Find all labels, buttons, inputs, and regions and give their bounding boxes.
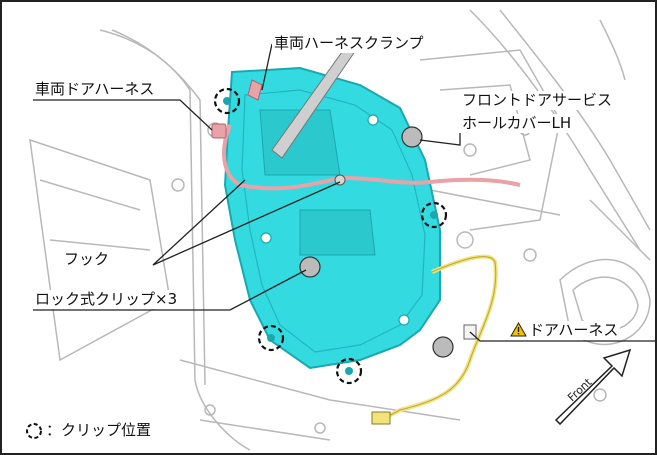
harness-connector [211, 123, 227, 139]
clip-position-markers [213, 87, 448, 385]
label-lock-clip: ロック式クリップ×3 [33, 290, 180, 309]
door-harness-outline [384, 256, 497, 419]
label-vehicle-door-harness: 車両ドアハーネス [33, 80, 157, 99]
clip-position-legend-marker [26, 423, 42, 439]
label-vehicle-harness-clamp: 車両ハーネスクランプ [272, 34, 426, 53]
harness-clamp [247, 79, 263, 101]
label-service-hole-cover-line1: フロントドアサービス [460, 91, 615, 110]
label-service-hole-cover-line2: ホールカバーLH [460, 114, 574, 133]
label-clip-position-legend: ：クリップ位置 [46, 421, 152, 439]
label-door-harness-text: ドアハーネス [529, 321, 619, 339]
warning-icon [510, 322, 527, 337]
cover-bolt-holes [260, 114, 410, 326]
leader-lines [33, 43, 657, 342]
label-door-harness: ドアハーネス [508, 321, 621, 340]
door-inner-panel [29, 9, 651, 451]
door-harness-connector [371, 411, 391, 425]
label-hook: フック [62, 250, 112, 269]
lock-clips [299, 126, 454, 358]
clip-dots [223, 97, 438, 375]
